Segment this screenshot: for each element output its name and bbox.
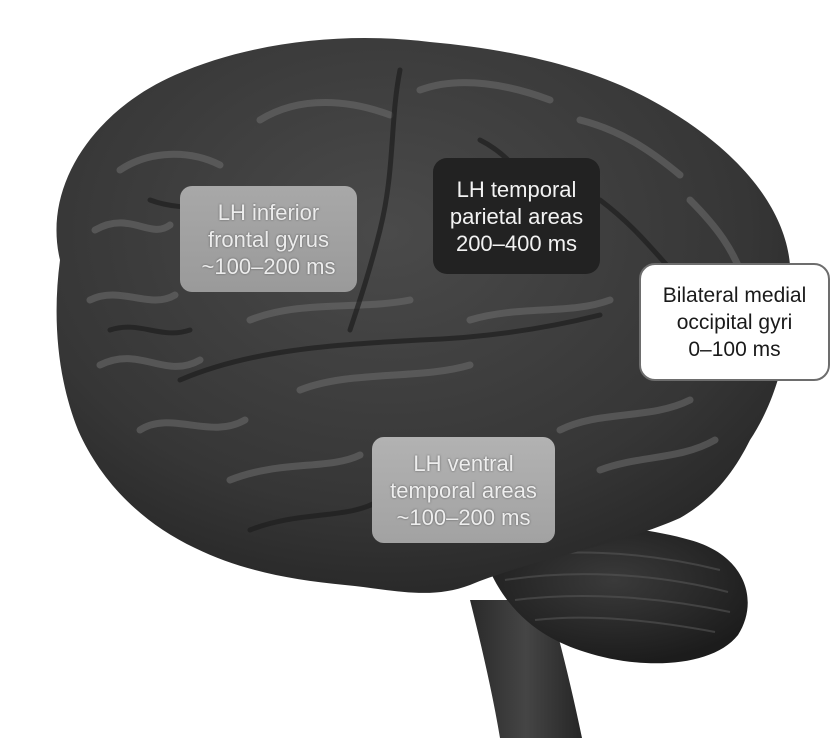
ventral-temporal-line-3: ~100–200 ms [397, 504, 531, 531]
temporal-parietal-line-1: LH temporal [457, 176, 577, 203]
inferior-frontal-line-1: LH inferior [218, 199, 319, 226]
inferior-frontal-line-2: frontal gyrus [208, 226, 329, 253]
ventral-temporal-line-2: temporal areas [390, 477, 537, 504]
temporal-parietal-line-3: 200–400 ms [456, 230, 577, 257]
medial-occipital-line-1: Bilateral medial [663, 282, 807, 309]
ventral-temporal-label: LH ventral temporal areas ~100–200 ms [372, 437, 555, 543]
medial-occipital-line-3: 0–100 ms [688, 336, 780, 363]
inferior-frontal-line-3: ~100–200 ms [202, 253, 336, 280]
temporal-parietal-label: LH temporal parietal areas 200–400 ms [433, 158, 600, 274]
ventral-temporal-line-1: LH ventral [413, 450, 513, 477]
medial-occipital-line-2: occipital gyri [677, 309, 793, 336]
temporal-parietal-line-2: parietal areas [450, 203, 583, 230]
medial-occipital-label: Bilateral medial occipital gyri 0–100 ms [639, 263, 830, 381]
inferior-frontal-gyrus-label: LH inferior frontal gyrus ~100–200 ms [180, 186, 357, 292]
